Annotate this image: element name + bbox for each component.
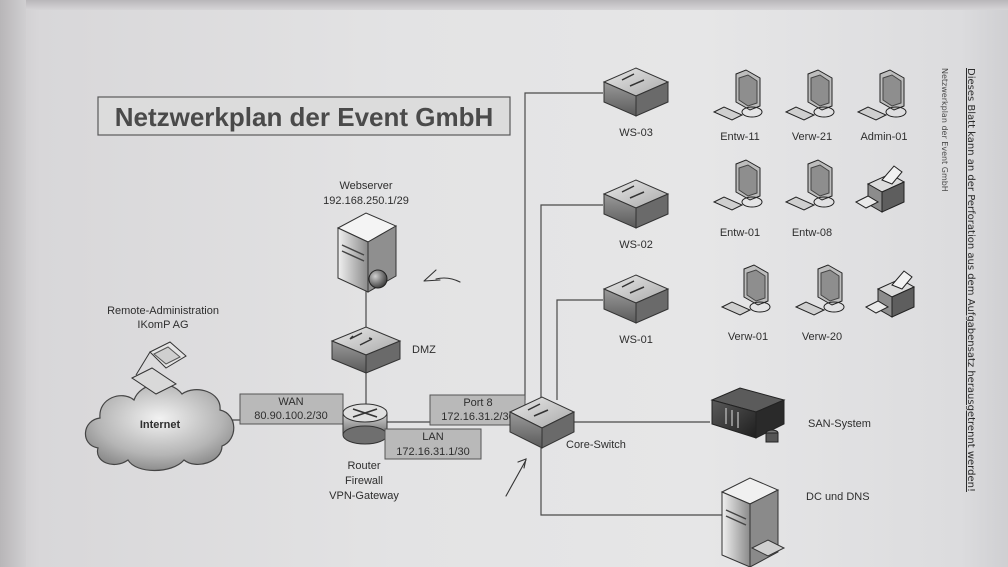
paper-left-edge [0, 0, 26, 567]
cloud-icon [84, 383, 235, 471]
workstation-icon [856, 69, 907, 121]
server-icon [720, 477, 786, 567]
router-line3: VPN-Gateway [329, 490, 399, 502]
printer-node[interactable] [864, 270, 916, 318]
dmz-switch-node[interactable]: DMZ [330, 326, 436, 374]
pen-arrow-core [505, 458, 527, 497]
printer-icon [864, 270, 916, 318]
wan-label: WAN [278, 396, 303, 408]
dc-node[interactable]: DC und DNS [720, 477, 870, 567]
switch-node-ws-03[interactable]: WS-03 [602, 67, 670, 139]
san-node[interactable]: SAN-System [710, 387, 871, 443]
dc-label: DC und DNS [806, 491, 870, 503]
printer-node[interactable] [854, 165, 906, 213]
diagram-title-box: Netzwerkplan der Event GmbH [97, 96, 511, 136]
switch-node-ws-02[interactable]: WS-02 [602, 179, 670, 251]
remote-admin-node[interactable]: Remote-Administration IKomP AG [107, 305, 219, 331]
switch-icon [602, 179, 670, 229]
diagram-title: Netzwerkplan der Event GmbH [115, 102, 494, 132]
internet-node[interactable]: Internet [84, 341, 235, 471]
lan-ip: 172.16.31.1/30 [396, 446, 469, 458]
router-line2: Firewall [345, 475, 383, 487]
wan-ip: 80.90.100.2/30 [254, 410, 327, 422]
workstation-node[interactable]: Verw-20 [794, 264, 845, 343]
wire-core-ws02 [540, 204, 603, 400]
workstation-icon [784, 69, 835, 121]
lan-interface-box: LAN 172.16.31.1/30 [384, 428, 482, 460]
core-switch-label: Core-Switch [566, 439, 626, 451]
san-label: SAN-System [808, 418, 871, 430]
device-label: Verw-20 [802, 331, 842, 343]
workstation-icon [794, 264, 845, 316]
device-label: Entw-08 [792, 227, 832, 239]
workstation-node[interactable]: Entw-08 [784, 159, 835, 239]
paper-top-edge [0, 0, 1008, 10]
workstation-node[interactable]: Verw-21 [784, 69, 835, 143]
switch-label: WS-01 [619, 334, 653, 346]
workstation-node[interactable]: Entw-01 [712, 159, 763, 239]
webserver-ip: 192.168.250.1/29 [323, 195, 409, 207]
internet-label: Internet [140, 419, 181, 431]
switch-icon [602, 67, 670, 117]
port8-label: Port 8 [463, 397, 492, 409]
workstation-node[interactable]: Admin-01 [856, 69, 908, 143]
webserver-name: Webserver [340, 180, 393, 192]
workstation-icon [784, 159, 835, 211]
switch-label: WS-03 [619, 127, 653, 139]
router-node[interactable]: Router Firewall VPN-Gateway [329, 403, 399, 502]
perforation-note: Dieses Blatt kann an der Perforation aus… [965, 68, 976, 492]
side-texts: Dieses Blatt kann an der Perforation aus… [940, 68, 976, 492]
router-line1: Router [347, 460, 380, 472]
side-caption: Netzwerkplan der Event GmbH [940, 68, 949, 192]
device-label: Verw-01 [728, 331, 768, 343]
pen-annotations [423, 269, 527, 497]
laptop-icon [131, 341, 187, 395]
workstation-icon [720, 264, 771, 316]
router-icon [342, 403, 388, 445]
workstation-node[interactable]: Verw-01 [720, 264, 771, 343]
core-switch-node[interactable]: Core-Switch [508, 396, 626, 451]
wire-core-ws01 [556, 299, 603, 400]
device-label: Entw-01 [720, 227, 760, 239]
switch-icon [508, 396, 576, 449]
switch-icon [602, 274, 670, 324]
switch-icon [330, 326, 402, 374]
wire-core-ws03 [524, 92, 603, 400]
device-label: Verw-21 [792, 131, 832, 143]
server-globe-icon [336, 212, 398, 293]
lan-label: LAN [422, 431, 443, 443]
device-label: Admin-01 [860, 131, 907, 143]
workstation-node[interactable]: Entw-11 [712, 69, 763, 143]
storage-icon [710, 387, 786, 443]
pen-arrow-webserver [423, 269, 461, 283]
switch-node-ws-01[interactable]: WS-01 [602, 274, 670, 346]
workstation-icon [712, 69, 763, 121]
remote-admin-line1: Remote-Administration [107, 305, 219, 317]
webserver-node[interactable]: Webserver 192.168.250.1/29 [323, 180, 409, 293]
wan-interface-box: WAN 80.90.100.2/30 [239, 393, 344, 425]
dmz-label: DMZ [412, 344, 436, 356]
wire-core-dc [540, 448, 722, 516]
port8-interface-box: Port 8 172.16.31.2/30 [429, 394, 526, 426]
switch-label: WS-02 [619, 239, 653, 251]
printer-icon [854, 165, 906, 213]
remote-admin-line2: IKomP AG [137, 319, 188, 331]
device-label: Entw-11 [720, 131, 760, 143]
port8-ip: 172.16.31.2/30 [441, 411, 514, 423]
workstation-icon [712, 159, 763, 211]
